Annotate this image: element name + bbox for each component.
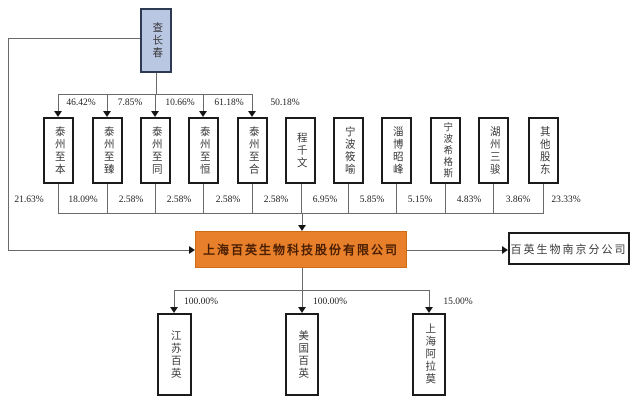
stake-label: 50.18% — [270, 98, 300, 108]
stake-label: 2.58% — [166, 195, 192, 205]
node-label: 泰州至同 — [150, 125, 162, 176]
node-shareholder-11: 其他股东 — [528, 117, 559, 184]
connector-line — [348, 184, 349, 213]
node-shareholder-3: 泰州至同 — [140, 117, 171, 184]
stake-label: 23.33% — [551, 195, 581, 205]
node-root-person: 查长春 — [140, 8, 172, 73]
connector-line — [203, 184, 204, 213]
connector-line — [252, 94, 253, 111]
node-shareholder-9: 宁波希格斯 — [430, 117, 461, 184]
stake-label: 3.86% — [505, 195, 531, 205]
connector-line — [302, 290, 303, 307]
stake-label: 5.85% — [359, 195, 385, 205]
arrowhead-down — [54, 111, 62, 117]
node-label: 江苏百英 — [169, 329, 181, 380]
arrowhead-down — [298, 225, 306, 231]
node-label: 程千文 — [295, 131, 307, 170]
arrowhead-down — [170, 307, 178, 313]
stake-label: 4.83% — [456, 195, 482, 205]
connector-line — [107, 184, 108, 213]
stake-label: 61.18% — [214, 98, 244, 108]
connector-line — [252, 184, 253, 213]
node-shareholder-4: 泰州至恒 — [188, 117, 219, 184]
connector-line — [407, 250, 502, 251]
node-shareholder-2: 泰州至臻 — [92, 117, 123, 184]
connector-line — [156, 73, 157, 94]
connector-line — [543, 184, 544, 213]
connector-line — [8, 250, 189, 251]
stake-label: 2.58% — [215, 195, 241, 205]
arrowhead-down — [151, 111, 159, 117]
company-name: 上海百英生物科技股份有限公司 — [202, 243, 399, 257]
node-shareholder-1: 泰州至本 — [43, 117, 74, 184]
node-shareholder-8: 淄博昭峰 — [381, 117, 412, 184]
node-label: 泰州至本 — [53, 125, 65, 176]
connector-line — [107, 94, 108, 111]
stake-label: 100.00% — [312, 297, 348, 307]
stake-label: 10.66% — [165, 98, 195, 108]
arrowhead-down — [103, 111, 111, 117]
arrowhead-right — [502, 246, 508, 254]
node-label: 查长春 — [151, 21, 163, 60]
node-company: 上海百英生物科技股份有限公司 — [195, 231, 407, 268]
stake-label: 2.58% — [118, 195, 144, 205]
arrowhead-down — [248, 111, 256, 117]
connector-line — [58, 213, 544, 214]
arrowhead-down — [425, 307, 433, 313]
node-label: 其他股东 — [538, 125, 550, 176]
connector-line — [445, 184, 446, 213]
connector-line — [302, 268, 303, 290]
connector-line — [302, 213, 303, 225]
node-shareholder-5: 泰州至合 — [237, 117, 268, 184]
connector-line — [8, 38, 140, 39]
connector-line — [493, 184, 494, 213]
node-label: 湖州三骏 — [488, 125, 500, 176]
connector-line — [203, 94, 204, 111]
arrowhead-right — [189, 246, 195, 254]
connector-line — [8, 38, 9, 250]
node-shareholder-10: 湖州三骏 — [478, 117, 509, 184]
connector-line — [58, 94, 59, 111]
node-subsidiary-1: 江苏百英 — [157, 313, 192, 396]
stake-label: 7.85% — [117, 98, 143, 108]
node-label: 宁波筱喻 — [343, 125, 355, 176]
node-label: 宁波希格斯 — [441, 121, 452, 180]
node-subsidiary-2: 美国百英 — [285, 313, 319, 396]
connector-line — [429, 290, 430, 307]
stake-label: 15.00% — [443, 297, 473, 307]
stake-label: 5.15% — [407, 195, 433, 205]
connector-line — [174, 290, 175, 307]
branch-name: 百英生物南京分公司 — [510, 243, 628, 256]
stake-label: 6.95% — [312, 195, 338, 205]
node-label: 泰州至合 — [247, 125, 259, 176]
stake-label: 18.09% — [68, 195, 98, 205]
stake-label: 21.63% — [14, 195, 44, 205]
node-shareholder-6: 程千文 — [285, 117, 316, 184]
connector-line — [301, 184, 302, 213]
arrowhead-down — [199, 111, 207, 117]
stake-label: 2.58% — [263, 195, 289, 205]
node-label: 上海阿拉莫 — [424, 323, 436, 386]
stake-label: 100.00% — [183, 297, 219, 307]
node-label: 淄博昭峰 — [391, 125, 403, 176]
node-nanjing-branch: 百英生物南京分公司 — [508, 232, 630, 265]
node-subsidiary-3: 上海阿拉莫 — [412, 313, 446, 396]
node-label: 泰州至恒 — [198, 125, 210, 176]
connector-line — [155, 94, 156, 111]
connector-line — [396, 184, 397, 213]
connector-line — [58, 184, 59, 213]
node-shareholder-7: 宁波筱喻 — [333, 117, 364, 184]
connector-line — [155, 184, 156, 213]
arrowhead-down — [298, 307, 306, 313]
stake-label: 46.42% — [66, 98, 96, 108]
node-label: 泰州至臻 — [102, 125, 114, 176]
node-label: 美国百英 — [297, 329, 309, 380]
